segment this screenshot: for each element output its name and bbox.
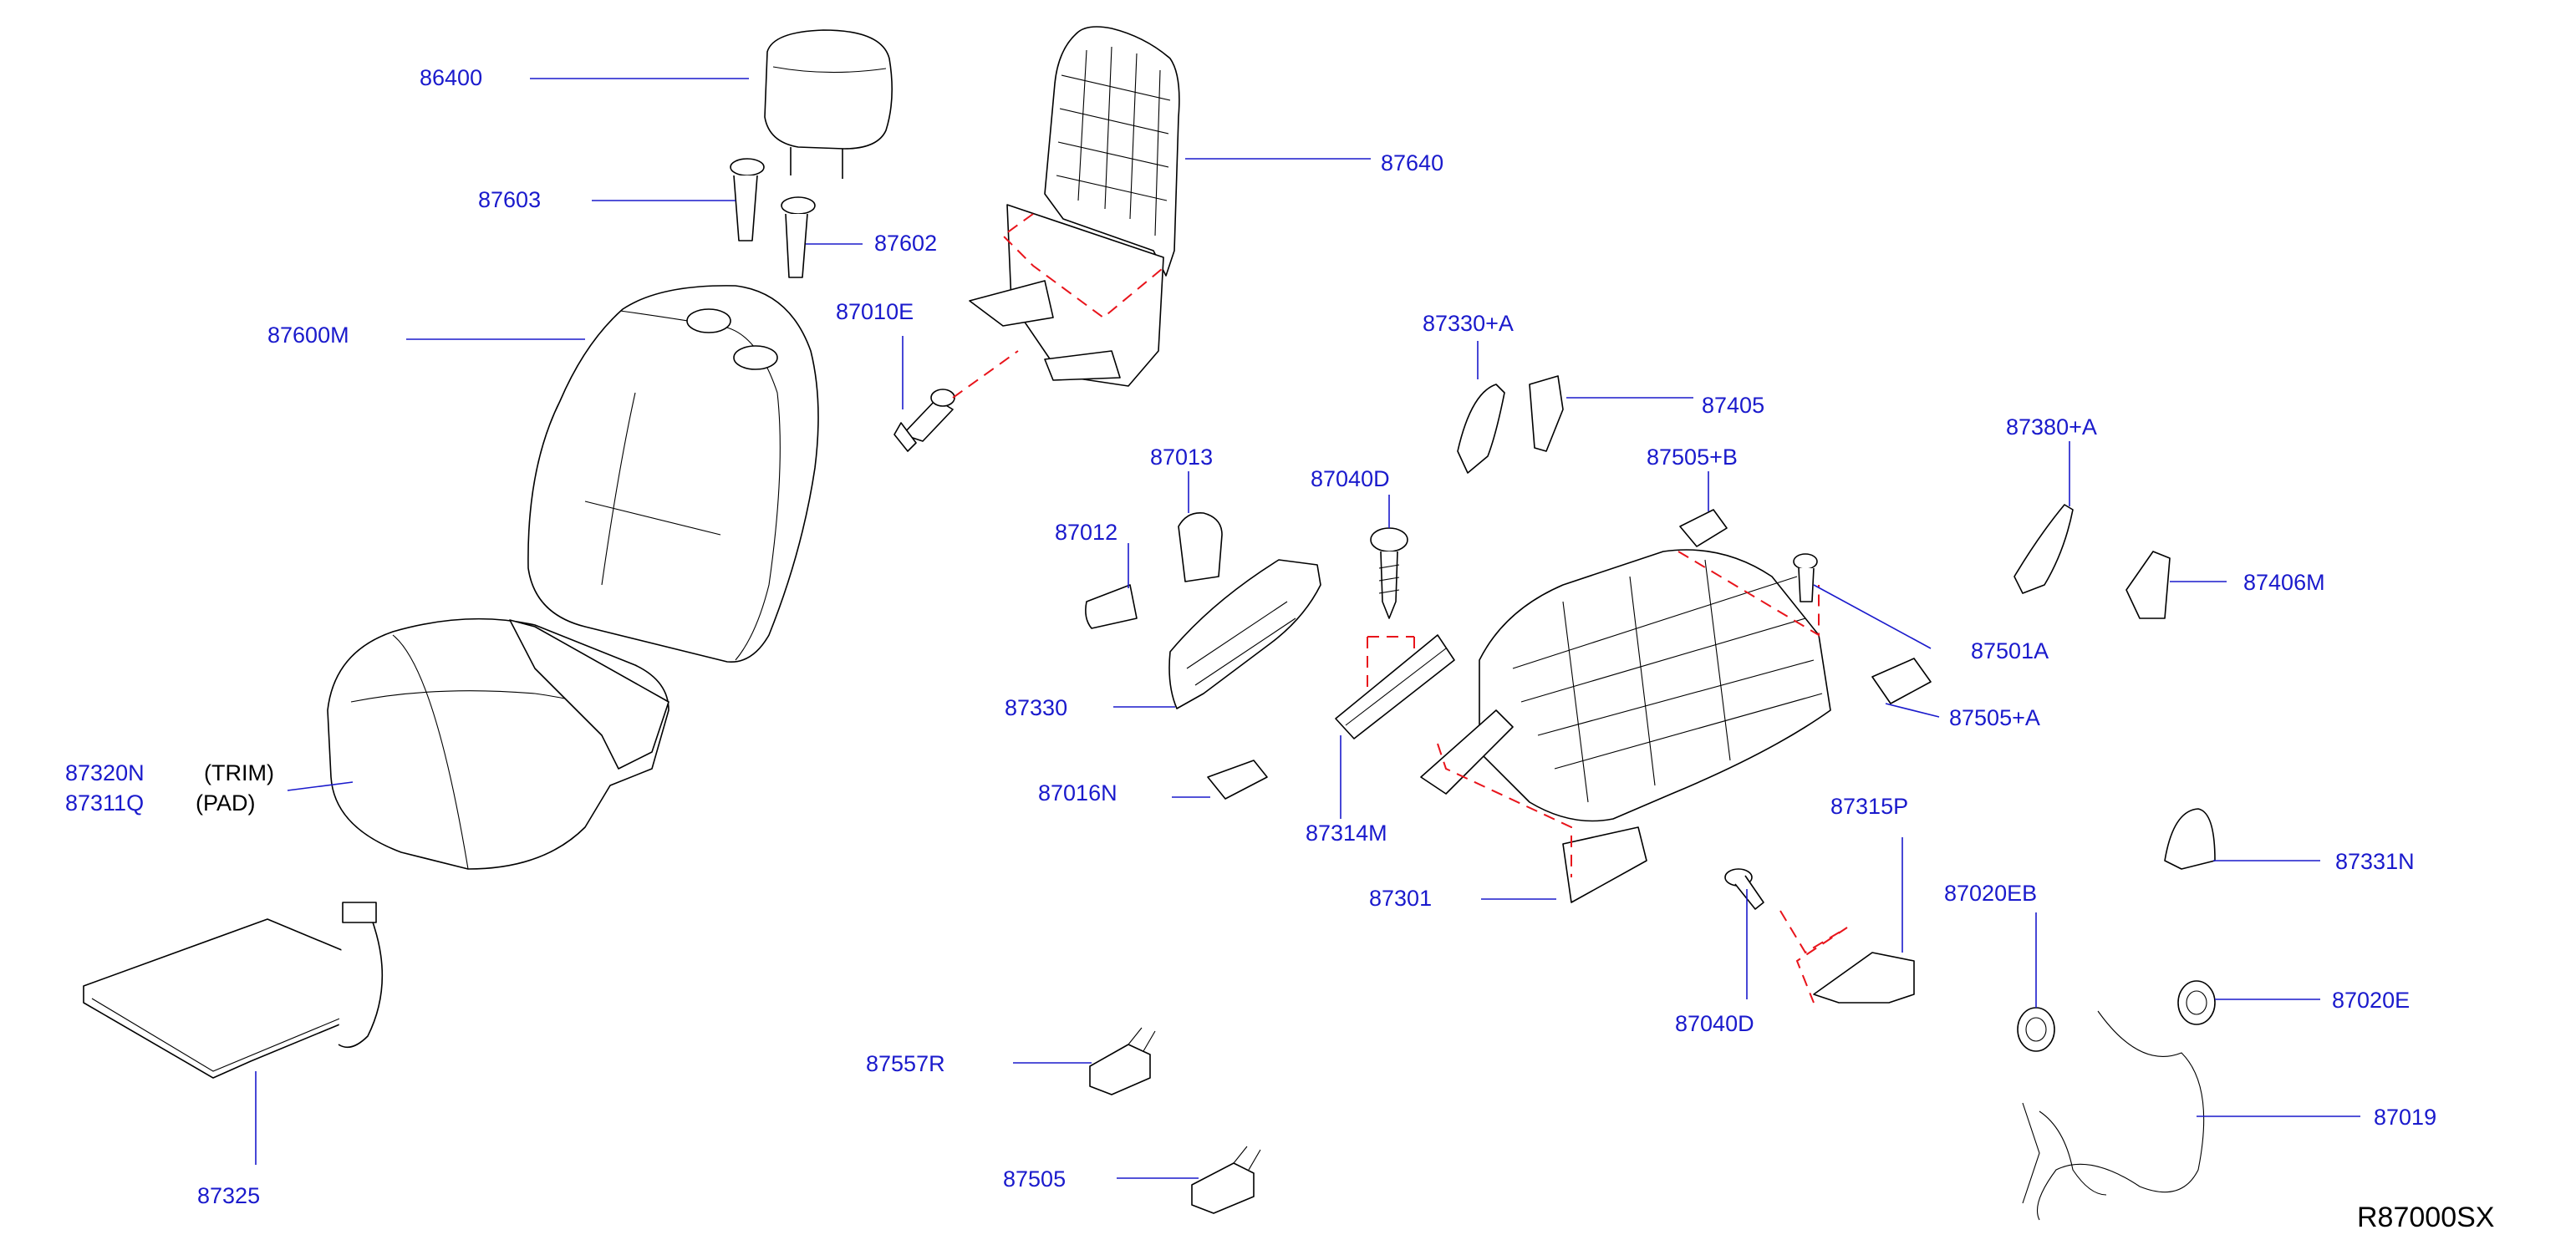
part-label-87640: 87640: [1381, 150, 1444, 175]
clip-87020E-drawing: [2177, 980, 2216, 1025]
part-label-87020E: 87020E: [2332, 988, 2411, 1013]
part-label-87505A: 87505+A: [1949, 705, 2040, 730]
part-label-87019: 87019: [2374, 1105, 2437, 1130]
headrest-drawing: [764, 29, 893, 179]
wire-harness-87019-drawing: [2022, 1010, 2205, 1221]
clip-87557R-drawing: [1089, 1027, 1156, 1095]
part-label-87320N: 87320N: [65, 760, 145, 785]
finisher-87380A-drawing: [2013, 504, 2074, 594]
trim-cap-87012-drawing: [1085, 584, 1138, 629]
screw-87040D-bottom-drawing: [1724, 868, 1764, 910]
finisher-87330A-drawing: [1457, 384, 1505, 474]
leader-87505A: [1885, 703, 1940, 718]
clip-87020EB-drawing: [2017, 1007, 2055, 1052]
part-label-87040D-top: 87040D: [1311, 466, 1390, 491]
part-label-86400: 86400: [420, 65, 483, 90]
part-label-87406M: 87406M: [2243, 570, 2325, 595]
clip-87505-drawing: [1191, 1146, 1261, 1214]
part-label-87013: 87013: [1150, 445, 1214, 470]
finisher-87405-drawing: [1529, 375, 1564, 452]
part-label-87600M: 87600M: [267, 323, 349, 348]
seatback-frame-drawing: [969, 26, 1180, 387]
part-label-87405: 87405: [1702, 393, 1765, 418]
part-label-87501A: 87501A: [1971, 638, 2049, 663]
part-label-87330A: 87330+A: [1423, 311, 1514, 336]
part-label-87311Q: 87311Q: [65, 790, 145, 816]
clip-87505B-drawing: [1679, 509, 1728, 547]
part-label-87557R: 87557R: [866, 1051, 945, 1076]
cover-87331N-drawing: [2164, 808, 2216, 870]
leader-87320N: [287, 781, 354, 791]
part-label-87331N: 87331N: [2335, 849, 2415, 874]
note-trim: (TRIM): [204, 760, 274, 785]
leader-87501A: [1813, 584, 1932, 649]
part-label-87040D-bottom: 87040D: [1675, 1011, 1754, 1036]
finisher-87406M-drawing: [2125, 551, 2171, 619]
part-label-87315P: 87315P: [1830, 794, 1909, 819]
part-label-87016N: 87016N: [1038, 780, 1117, 805]
part-label-87012: 87012: [1055, 520, 1118, 545]
note-pad: (PAD): [196, 790, 256, 816]
seat-cushion-trim-drawing: [327, 617, 669, 870]
part-label-87314M: 87314M: [1306, 821, 1387, 846]
diagram-reference-code: R87000SX: [2357, 1202, 2495, 1233]
part-label-87603: 87603: [478, 187, 542, 212]
screw-87040D-top-drawing: [1370, 527, 1408, 619]
part-label-87325: 87325: [197, 1183, 261, 1208]
part-label-87505B: 87505+B: [1647, 445, 1738, 470]
part-label-87380A: 87380+A: [2006, 414, 2097, 440]
seat-pan-drawing: [83, 902, 384, 1079]
part-label-87020EB: 87020EB: [1944, 881, 2038, 906]
part-label-87505: 87505: [1003, 1166, 1067, 1192]
seatback-trim-drawing: [527, 285, 819, 663]
side-finisher-87330-drawing: [1168, 559, 1321, 709]
trim-cap-87013-drawing: [1178, 512, 1223, 582]
clip-87505A-drawing: [1871, 658, 1932, 704]
part-label-87330: 87330: [1005, 695, 1068, 720]
headrest-guide-sleeve-drawing: [730, 158, 816, 278]
rail-cover-87314M-drawing: [1335, 634, 1455, 739]
switch-knob-87016N-drawing: [1207, 760, 1268, 800]
bolt-87501A-drawing: [1793, 553, 1818, 602]
seat-frame-drawing: [1420, 549, 1831, 903]
bracket-87315P-drawing: [1813, 952, 1915, 1004]
lumbar-knob-drawing: [893, 389, 955, 452]
part-label-87301: 87301: [1369, 886, 1433, 911]
part-label-87010E: 87010E: [836, 299, 914, 324]
part-label-87602: 87602: [874, 231, 938, 256]
